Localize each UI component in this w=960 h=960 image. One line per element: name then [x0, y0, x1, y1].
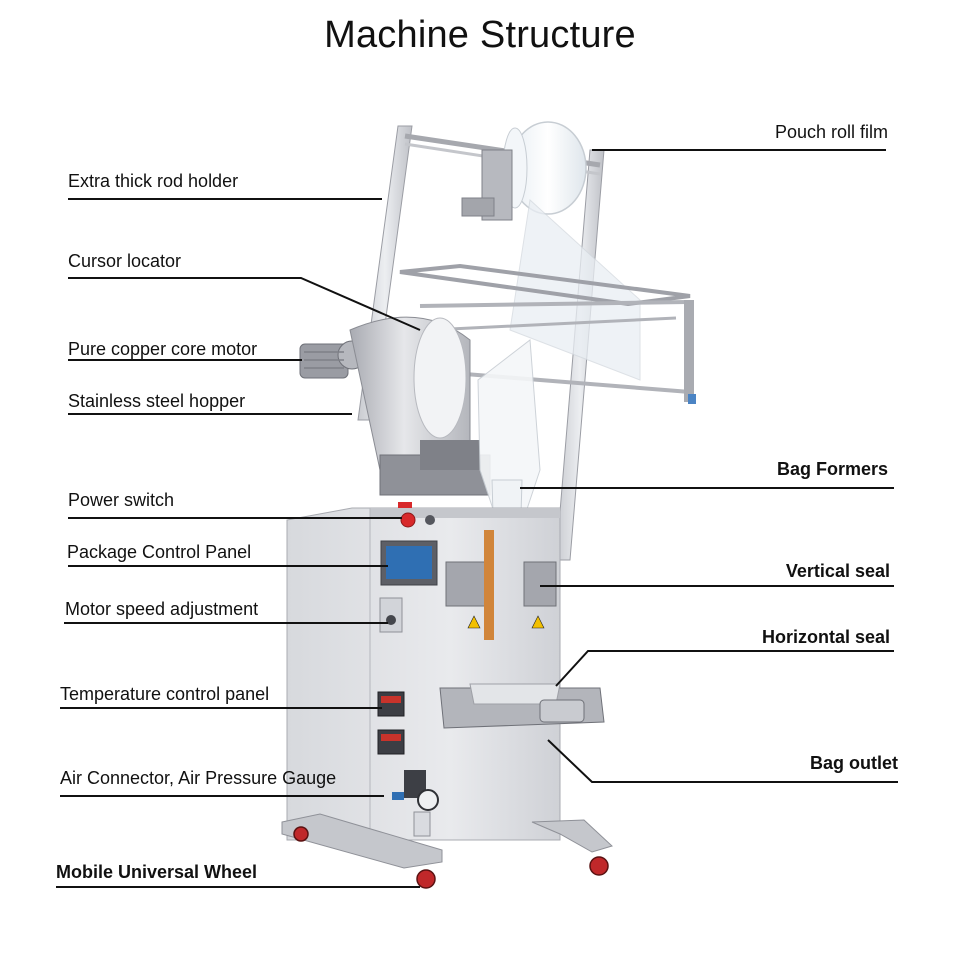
air-pressure-gauge	[392, 770, 439, 837]
vertical-seal	[445, 530, 557, 640]
leader-line-bag-outlet	[547, 739, 898, 783]
label-pure-copper-core-motor: Pure copper core motor	[68, 339, 258, 359]
label-extra-thick-rod-holder: Extra thick rod holder	[68, 171, 239, 191]
leader-line-horizontal-seal	[555, 650, 894, 687]
package-control-panel	[380, 540, 438, 586]
label-mobile-universal-wheel: Mobile Universal Wheel	[56, 862, 258, 882]
label-pouch-roll-film: Pouch roll film	[774, 122, 888, 142]
leader-lines	[56, 198, 421, 888]
label-air-connector-gauge: Air Connector, Air Pressure Gauge	[60, 768, 337, 788]
leader-line-cursor-locator	[68, 277, 421, 331]
label-temperature-control-panel: Temperature control panel	[60, 684, 270, 704]
film-feeding-mechanism	[461, 149, 513, 221]
power-switch	[398, 502, 435, 528]
label-bag-formers: Bag Formers	[776, 459, 888, 479]
temperature-control-panel	[377, 691, 405, 755]
pouch-roll-film	[502, 121, 641, 381]
horizontal-seal	[439, 683, 605, 729]
label-package-control-panel: Package Control Panel	[67, 542, 252, 562]
label-cursor-locator: Cursor locator	[68, 251, 182, 271]
label-horizontal-seal: Horizontal seal	[761, 627, 890, 647]
label-motor-speed-adjustment: Motor speed adjustment	[65, 599, 259, 619]
guide-frame	[399, 263, 696, 404]
label-vertical-seal: Vertical seal	[785, 561, 890, 581]
stainless-steel-hopper	[349, 316, 491, 496]
label-power-switch: Power switch	[68, 490, 175, 510]
label-bag-outlet: Bag outlet	[810, 753, 898, 773]
motor-speed-adjustment	[379, 597, 403, 633]
label-stainless-steel-hopper: Stainless steel hopper	[68, 391, 246, 411]
base-frame-wheels	[281, 813, 613, 889]
diagram-title: Machine Structure	[324, 14, 636, 56]
